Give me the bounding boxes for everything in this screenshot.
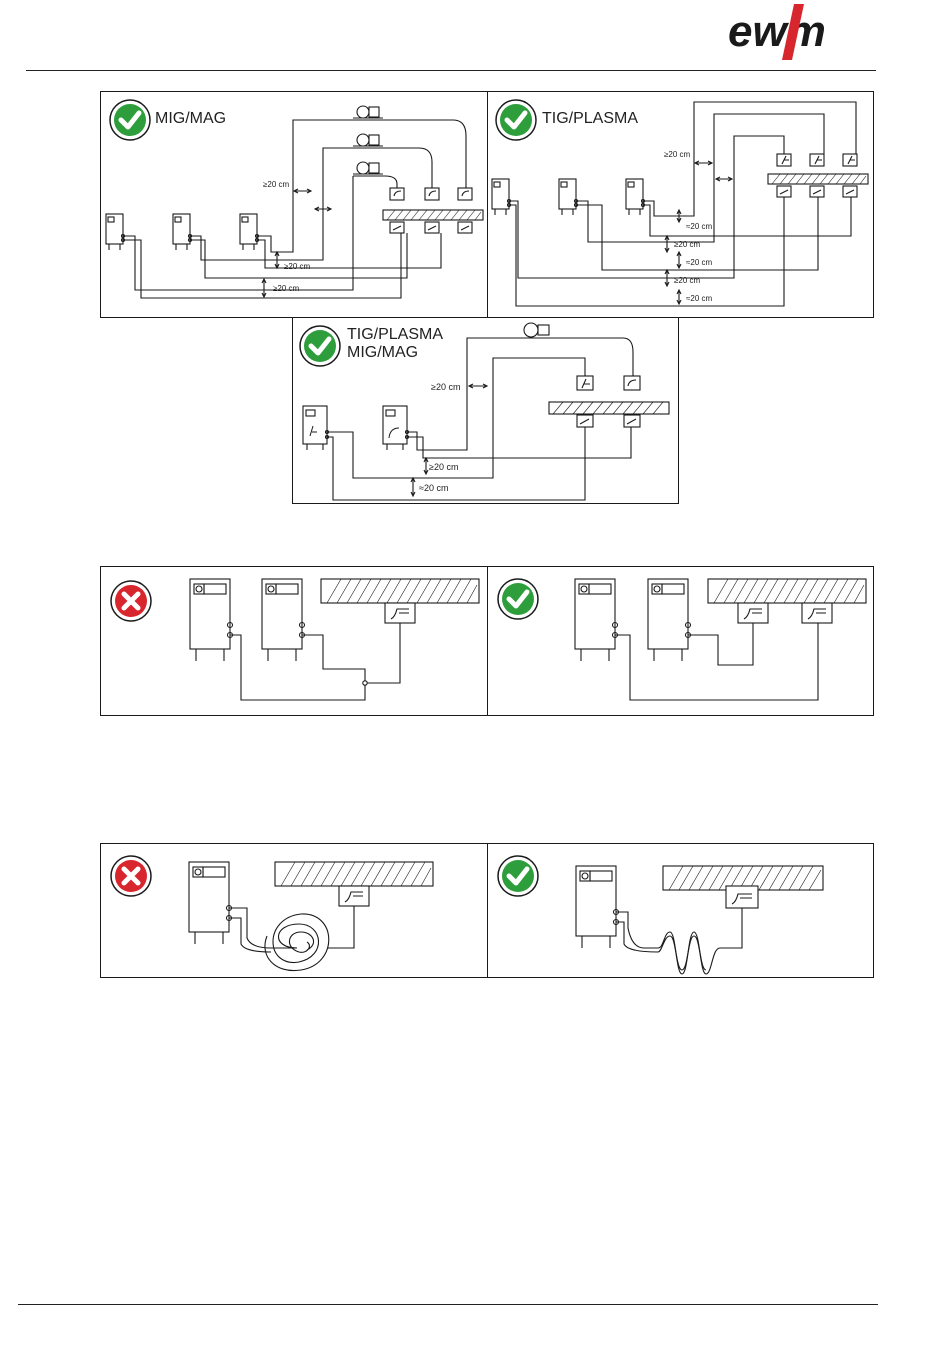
panel-title-line2: MIG/MAG	[347, 344, 418, 362]
machine-tig	[303, 406, 329, 450]
check-icon	[298, 324, 342, 368]
dimension-label: ≥20 cm	[674, 240, 700, 249]
wire-feeder-icons	[353, 106, 383, 174]
dimension-label: ≈20 cm	[686, 222, 712, 231]
check-icon	[496, 577, 540, 621]
header-rule	[26, 70, 876, 71]
machine-1	[106, 214, 125, 250]
panel-tig-plasma: TIG/PLASMA ≥20 cm ≈20 cm ≥20 cm ≈20 cm ≥…	[487, 91, 874, 318]
panel-tig-mig-combined: TIG/PLASMA MIG/MAG ≥20 cm ≥20 cm ≈20 cm	[292, 317, 679, 504]
machine-1	[492, 179, 511, 215]
dimension-label: ≈20 cm	[419, 483, 448, 493]
panel-title: TIG/PLASMA	[542, 110, 638, 128]
check-icon	[494, 98, 538, 142]
panel-ground-right	[487, 566, 874, 716]
machine-2	[559, 179, 578, 215]
dimension-label: ≥20 cm	[674, 276, 700, 285]
panel-title: MIG/MAG	[155, 110, 226, 128]
machine-mig	[383, 406, 409, 450]
dimension-label: ≥20 cm	[429, 462, 458, 472]
ewm-logo: ewm	[728, 4, 860, 65]
dimension-label: ≥20 cm	[284, 262, 310, 271]
dimension-label: ≈20 cm	[686, 258, 712, 267]
machine-2	[173, 214, 192, 250]
logo-text: ewm	[728, 7, 826, 56]
dimension-label: ≈20 cm	[686, 294, 712, 303]
machine-3	[240, 214, 259, 250]
panel-mig-mag: MIG/MAG ≥20 cm ≥20 cm ≥20 cm	[100, 91, 488, 318]
cross-icon	[109, 579, 153, 623]
check-icon	[496, 854, 540, 898]
dimension-label: ≥20 cm	[273, 284, 299, 293]
cross-icon	[109, 854, 153, 898]
check-icon	[108, 98, 152, 142]
panel-title-line1: TIG/PLASMA	[347, 326, 443, 344]
footer-rule	[18, 1304, 878, 1305]
dimension-label: ≥20 cm	[263, 180, 289, 189]
panel-coil-wrong	[100, 843, 488, 978]
panel-ground-wrong	[100, 566, 488, 716]
machine-3	[626, 179, 645, 215]
dimension-label: ≥20 cm	[664, 150, 690, 159]
panel-coil-right	[487, 843, 874, 978]
dimension-label: ≥20 cm	[431, 382, 460, 392]
